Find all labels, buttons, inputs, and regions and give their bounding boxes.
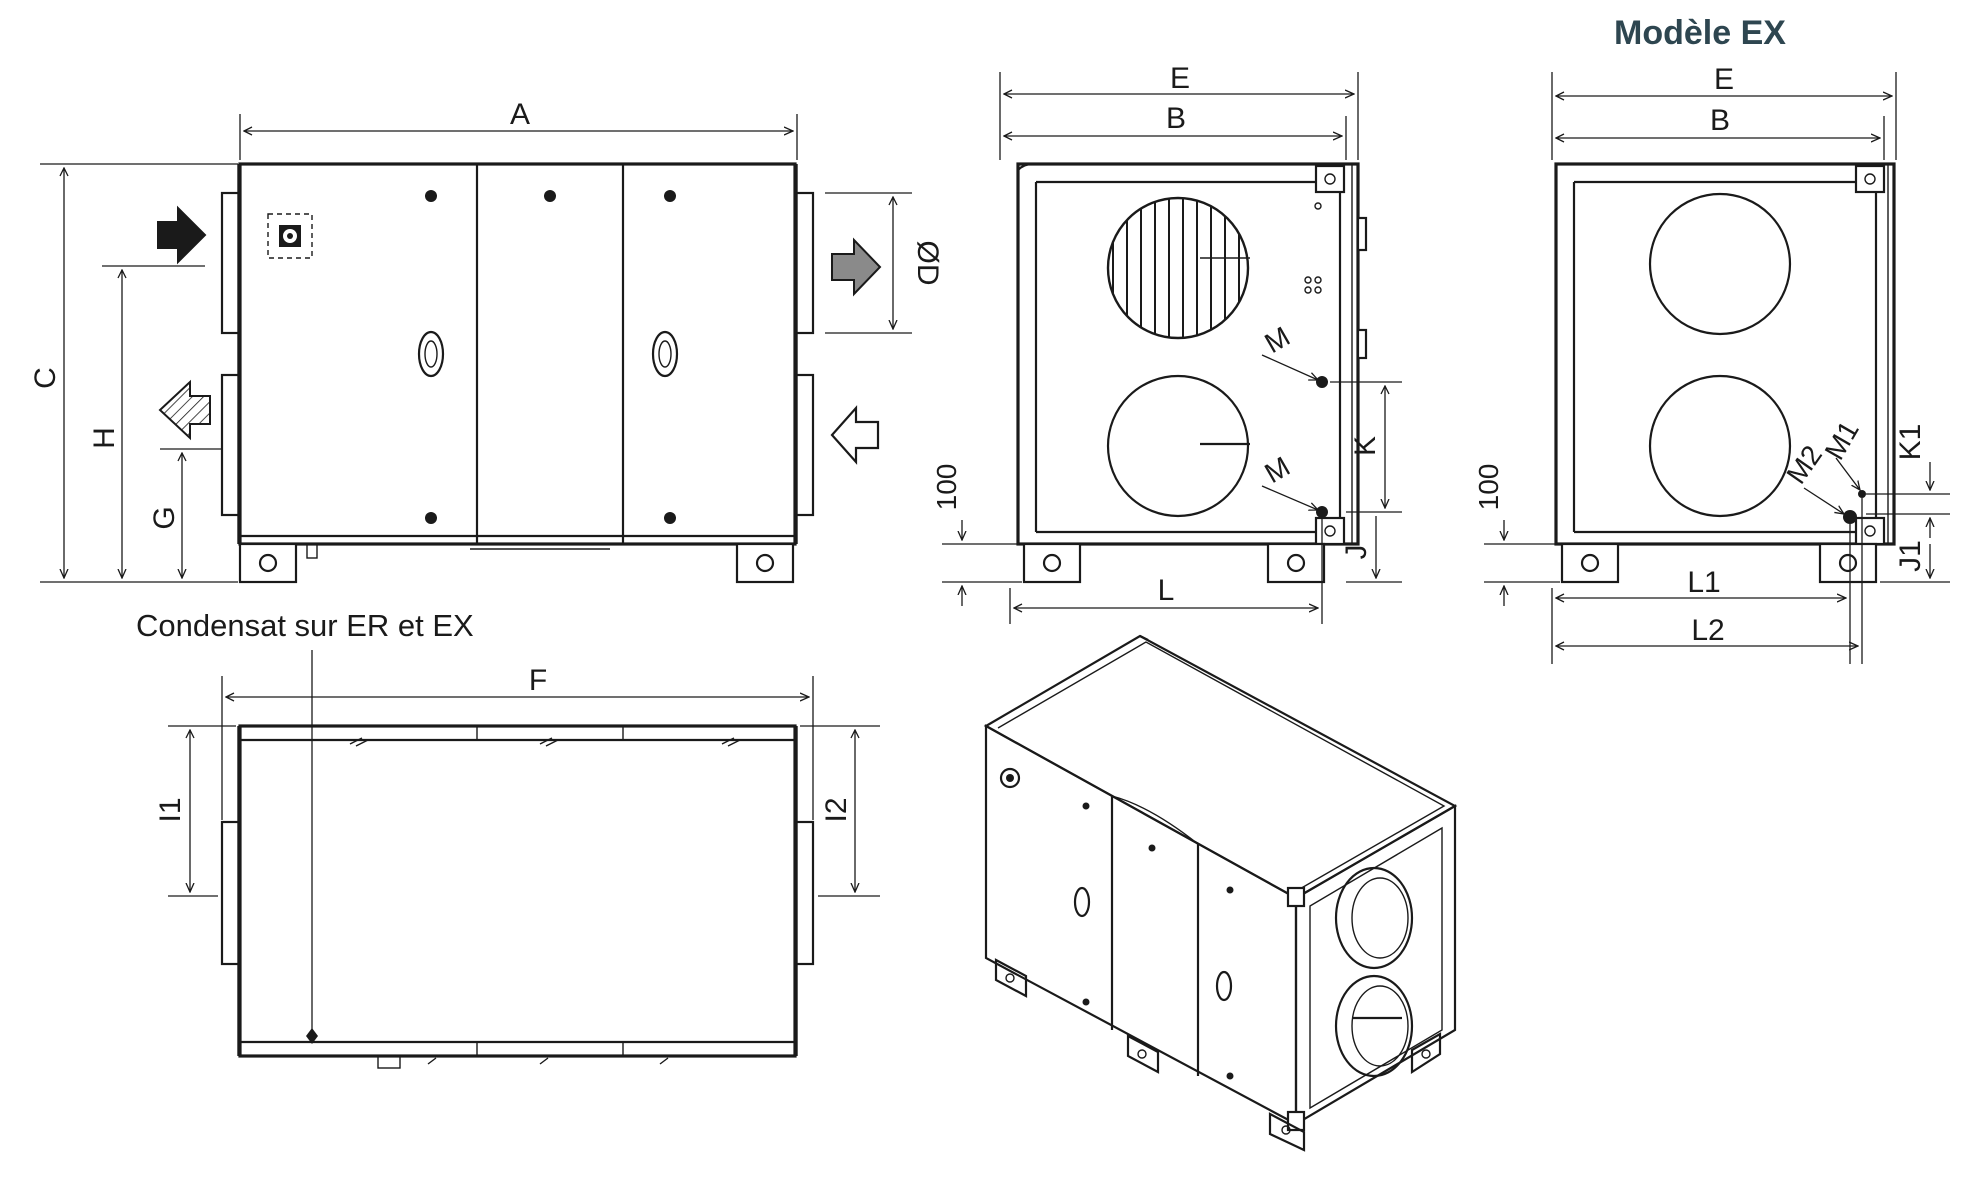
iso-side-face bbox=[1294, 804, 1457, 1126]
foot bbox=[735, 542, 795, 584]
dim-label-100: 100 bbox=[931, 464, 962, 511]
dim-label-G: G bbox=[148, 506, 181, 529]
corner-bracket bbox=[1314, 164, 1346, 194]
side-panel bbox=[1554, 162, 1896, 546]
connection-point-M bbox=[1316, 376, 1328, 388]
dim-label-J1: J1 bbox=[1894, 540, 1927, 572]
foot bbox=[1022, 542, 1082, 584]
dim-label-L1: L1 bbox=[1687, 566, 1720, 599]
duct-opening-top bbox=[1648, 192, 1792, 336]
duct-opening-bottom bbox=[1648, 374, 1792, 518]
condensate-note: Condensat sur ER et EX bbox=[136, 608, 474, 643]
screw bbox=[664, 512, 676, 524]
dim-label-F: F bbox=[529, 664, 547, 697]
supply-air-out-arrow bbox=[831, 237, 882, 297]
dim-label-K1: K1 bbox=[1894, 424, 1927, 461]
iso-duct-top bbox=[1334, 866, 1414, 970]
door-handle bbox=[417, 330, 445, 378]
dim-label-L: L bbox=[1158, 574, 1175, 607]
iso-top-face bbox=[983, 634, 1458, 900]
iso-front-face bbox=[984, 724, 1298, 1126]
unit-body bbox=[238, 162, 797, 546]
duct-opening-bottom bbox=[1106, 374, 1250, 518]
connection-point-M2 bbox=[1843, 510, 1857, 524]
dim-label-B: B bbox=[1166, 102, 1186, 135]
corner-bracket bbox=[1854, 164, 1886, 194]
iso-foot bbox=[994, 958, 1028, 998]
side-view: M M E B K J 100 bbox=[931, 62, 1402, 624]
screw bbox=[664, 190, 676, 202]
dim-label-C: C bbox=[29, 367, 62, 389]
exhaust-air-out-arrow bbox=[158, 379, 211, 441]
dim-label-H: H bbox=[88, 427, 121, 449]
unit-top bbox=[238, 724, 797, 1058]
iso-foot bbox=[1268, 1112, 1306, 1152]
corner-bracket bbox=[1314, 516, 1346, 546]
dim-label-K: K bbox=[1349, 436, 1382, 456]
dim-label-E: E bbox=[1170, 62, 1190, 95]
dim-label-I2: I2 bbox=[820, 797, 853, 822]
supply-air-in-arrow bbox=[157, 205, 207, 265]
dim-label-L2: L2 bbox=[1691, 614, 1724, 647]
foot bbox=[1560, 542, 1620, 584]
isometric-view bbox=[983, 634, 1458, 1152]
foot bbox=[1818, 542, 1878, 584]
ex-model-view: M1 M2 E B K1 J1 100 bbox=[1473, 63, 1950, 664]
dim-label-A: A bbox=[510, 98, 530, 131]
door-handle bbox=[651, 330, 679, 378]
condensate-drain bbox=[306, 543, 318, 559]
top-view: F I1 I2 bbox=[154, 664, 880, 1069]
dim-label-I1: I1 bbox=[154, 797, 187, 822]
dim-label-B: B bbox=[1710, 104, 1730, 137]
dim-label-M: M bbox=[1259, 321, 1295, 360]
front-view: A C H G ØD bbox=[29, 98, 944, 584]
connection-point-M bbox=[1316, 506, 1328, 518]
switch-box bbox=[267, 213, 313, 259]
foot bbox=[1266, 542, 1326, 584]
dim-label-D: ØD bbox=[911, 241, 944, 286]
foot bbox=[238, 542, 298, 584]
screw bbox=[425, 512, 437, 524]
extract-air-in-arrow bbox=[830, 405, 880, 465]
model-title: Modèle EX bbox=[1614, 14, 1786, 52]
screw bbox=[425, 190, 437, 202]
connection-point-M1 bbox=[1858, 490, 1866, 498]
iso-foot bbox=[1410, 1032, 1442, 1075]
dim-label-100: 100 bbox=[1473, 464, 1504, 511]
duct-opening-top bbox=[1106, 196, 1250, 340]
dim-label-J: J bbox=[1340, 545, 1373, 560]
dim-label-E: E bbox=[1714, 63, 1734, 96]
screw bbox=[544, 190, 556, 202]
corner-bracket bbox=[1854, 516, 1886, 546]
iso-foot bbox=[1126, 1034, 1160, 1074]
dim-label-M: M bbox=[1259, 451, 1295, 490]
iso-duct-bottom bbox=[1334, 974, 1414, 1078]
